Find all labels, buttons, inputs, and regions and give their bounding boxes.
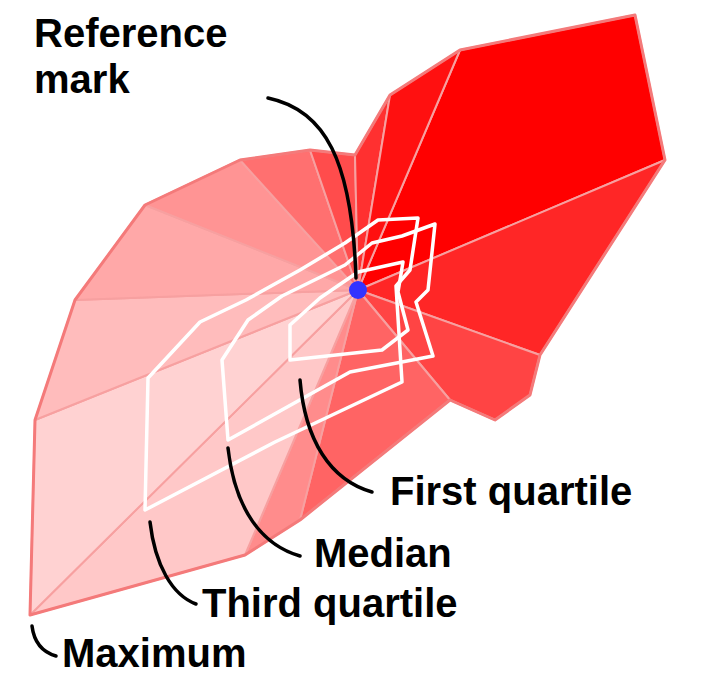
reference-label: Reference mark (34, 10, 334, 102)
quartile-label: Third quartile (202, 580, 458, 626)
maximum-label: Maximum (62, 630, 247, 676)
reference-dot (349, 281, 367, 299)
median-label: Median (314, 530, 452, 576)
facet-shape (30, 15, 665, 615)
quartile-label: First quartile (390, 468, 632, 514)
quartile-contours (145, 218, 435, 510)
outer-outline (30, 15, 665, 615)
